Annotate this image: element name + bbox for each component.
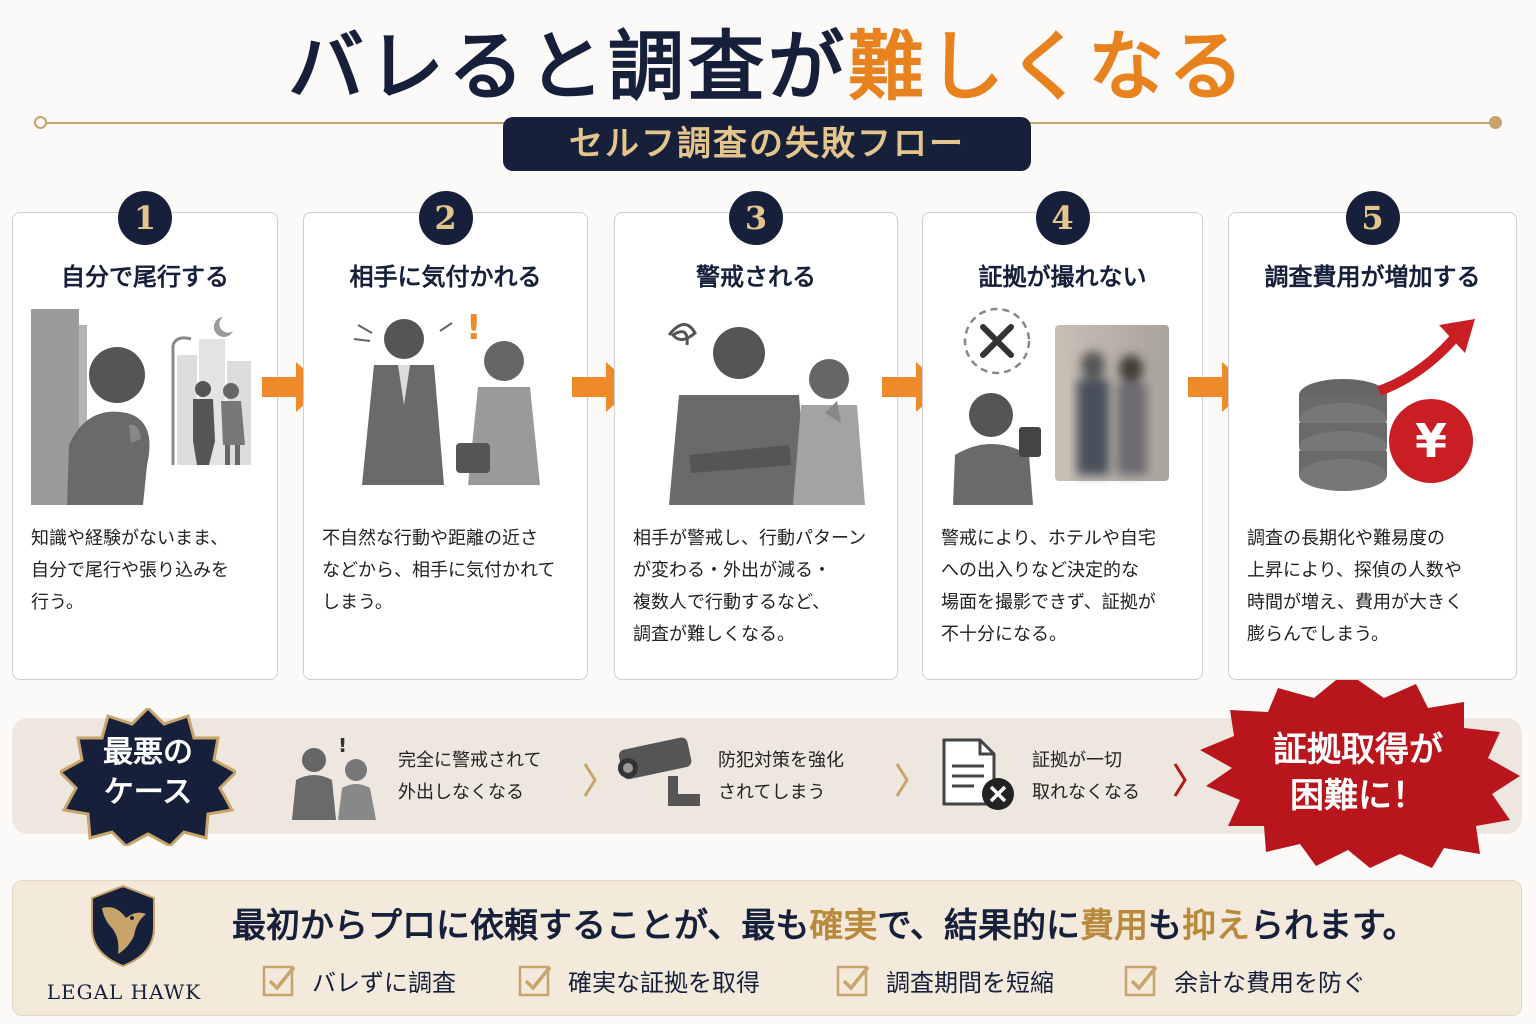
worst-case-text-2: 防犯対策を強化 されてしまう xyxy=(718,750,844,803)
difficulty-burst-shape xyxy=(1200,680,1520,868)
svg-text:¥: ¥ xyxy=(1415,414,1447,468)
step-number-1: 1 xyxy=(118,191,172,245)
step-title-4: 証拠が撮れない xyxy=(978,263,1147,291)
message-part: で、結果的に xyxy=(877,906,1080,946)
tailing-illustration xyxy=(31,309,251,505)
step-number-5: 5 xyxy=(1345,191,1400,245)
checkbox-icon xyxy=(518,965,552,997)
step-title-2: 相手に気付かれる xyxy=(349,263,542,291)
conclusion-message: 最初からプロに依頼することが、最も確実で、結果的に費用も抑えられます。 xyxy=(232,898,1417,947)
no-evidence-illustration xyxy=(953,307,1169,505)
cost-increase-illustration: ¥ xyxy=(1299,319,1475,491)
title-part-1: バレると調査が xyxy=(288,22,848,111)
worst-case-text-3: 証拠が一切 取れなくなる xyxy=(1032,750,1140,803)
step-number-3: 3 xyxy=(729,191,783,245)
checkbox-icon xyxy=(262,965,296,997)
title-part-2: 難しくなる xyxy=(848,22,1248,111)
security-camera-icon xyxy=(618,737,700,806)
hawk-shield-logo xyxy=(91,884,155,968)
benefit-item-2: 確実な証拠を取得 xyxy=(518,958,760,1002)
difficulty-burst: 証拠取得が 困難に！ xyxy=(1273,730,1443,816)
checkbox-icon xyxy=(1124,965,1158,997)
step-desc-5: 調査の長期化や難易度の 上昇により、探偵の人数や 時間が増え、費用が大きく 膨ら… xyxy=(1247,528,1463,645)
step-card-4: 4 証拠が撮れない 警戒により、ホテルや自宅 への出入りなど決定的な 場面を撮影… xyxy=(922,191,1203,680)
couple-alert-icon: ! xyxy=(292,738,376,820)
benefit-item-1: バレずに調査 xyxy=(262,958,456,1002)
message-highlight-cost: 費用 xyxy=(1079,906,1148,946)
noticed-illustration: ! xyxy=(353,308,540,485)
svg-text:!: ! xyxy=(466,308,482,348)
step-desc-4: 警戒により、ホテルや自宅 への出入りなど決定的な 場面を撮影できず、証拠が 不十… xyxy=(941,528,1156,645)
chevron-right-icon xyxy=(1173,763,1187,797)
message-highlight-reduce: 抑え xyxy=(1181,906,1250,946)
benefit-label: 調査期間を短縮 xyxy=(886,968,1054,997)
step-desc-3: 相手が警戒し、行動パターン が変わる・外出が減る・ 複数人で行動するなど、 調査… xyxy=(633,528,867,645)
worst-case-badge-shape xyxy=(60,708,236,846)
document-x-icon xyxy=(942,738,1014,810)
benefit-label: 確実な証拠を取得 xyxy=(568,968,760,997)
step-title-3: 警戒される xyxy=(696,263,816,291)
divider-dot-left xyxy=(34,116,47,129)
svg-text:!: ! xyxy=(338,738,347,757)
step-card-1: 1 自分で尾行する 知識や経験がないまま、 自分で尾行や張り込みを 行う。 xyxy=(12,191,278,680)
chevron-right-icon xyxy=(895,763,909,797)
wary-illustration xyxy=(667,323,865,505)
message-part: も xyxy=(1147,906,1182,946)
benefit-item-3: 調査期間を短縮 xyxy=(836,958,1054,1002)
step-card-5: 5 調査費用が増加する ¥ 調査の長期化や難易度の 上昇により、探偵の人数や 時… xyxy=(1228,191,1517,680)
step-number-4: 4 xyxy=(1035,191,1090,245)
worst-case-badge: 最悪の ケース xyxy=(103,735,193,810)
step-card-2: 2 相手に気付かれる ! 不自然な行動や距離の近さ などから、相手に気付かれて … xyxy=(303,191,588,680)
message-part: 最初からプロに依頼することが、最も xyxy=(232,906,810,946)
worst-case-text-1: 完全に警戒されて 外出しなくなる xyxy=(398,750,542,803)
step-title-1: 自分で尾行する xyxy=(61,263,229,291)
main-title: バレると調査が難しくなる xyxy=(0,22,1536,112)
benefit-label: 余計な費用を防ぐ xyxy=(1174,968,1366,997)
checkbox-icon xyxy=(836,965,870,997)
divider-dot-right xyxy=(1489,116,1502,129)
chevron-right-icon xyxy=(583,763,597,797)
step-number-2: 2 xyxy=(418,191,473,245)
message-highlight-certain: 確実 xyxy=(809,906,878,946)
step-desc-1: 知識や経験がないまま、 自分で尾行や張り込みを 行う。 xyxy=(31,528,229,613)
step-desc-2: 不自然な行動や距離の近さ などから、相手に気付かれて しまう。 xyxy=(322,528,556,613)
brand-name: LEGAL HAWK xyxy=(46,980,202,1004)
message-part: られます。 xyxy=(1249,906,1417,946)
benefit-item-4: 余計な費用を防ぐ xyxy=(1124,958,1366,1002)
benefit-label: バレずに調査 xyxy=(312,968,456,997)
step-card-3: 3 警戒される 相手が警戒し、行動パターン が変わる・外出が減る・ 複数人で行動… xyxy=(614,191,898,680)
flow-subtitle: セルフ調査の失敗フロー xyxy=(503,117,1031,171)
step-title-5: 調査費用が増加する xyxy=(1264,263,1481,291)
